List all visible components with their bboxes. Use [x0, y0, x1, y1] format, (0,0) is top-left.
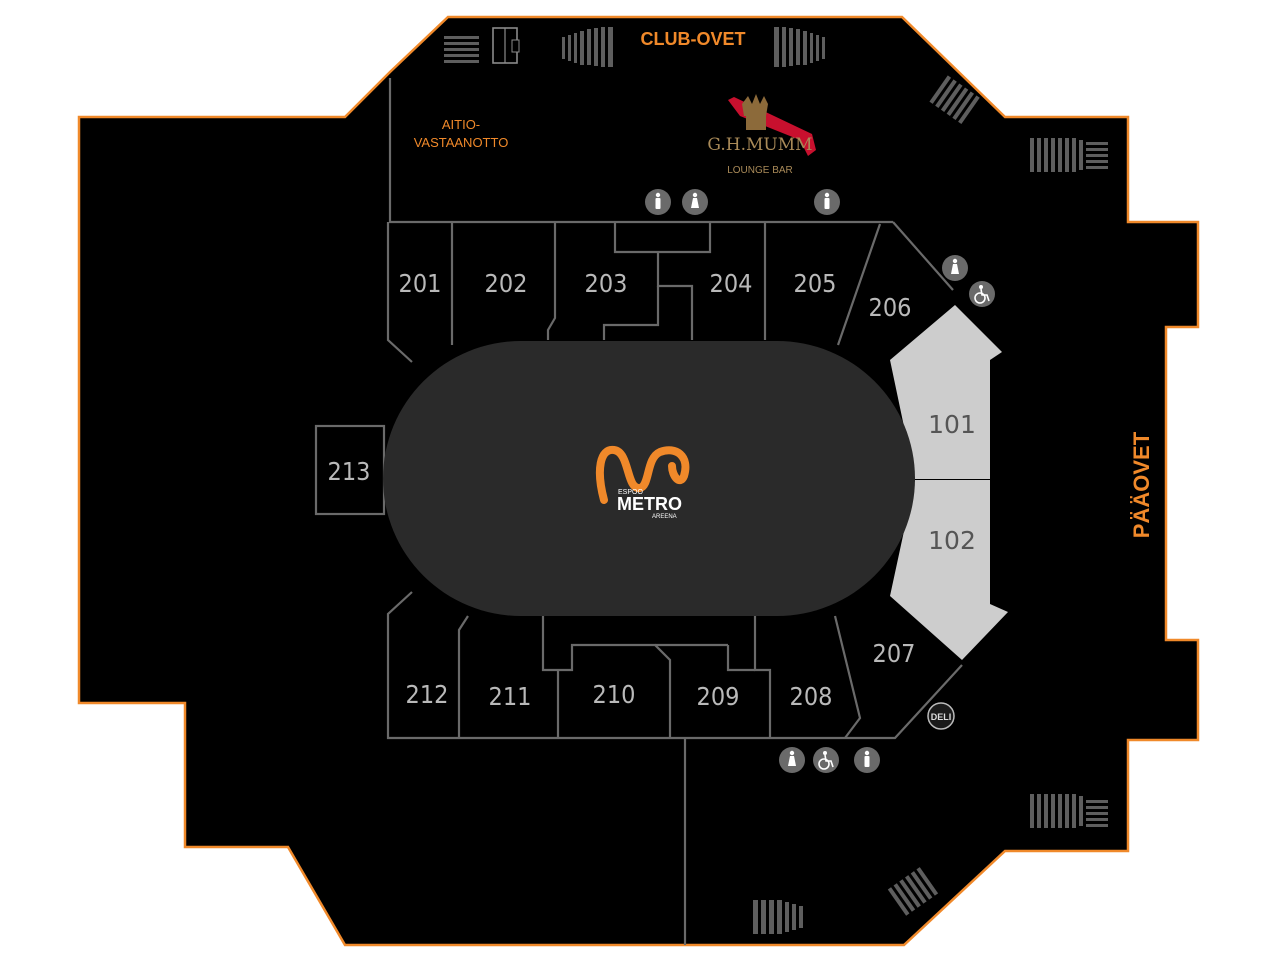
- section-202[interactable]: 202: [485, 269, 528, 298]
- mumm-crest-icon: [728, 94, 816, 156]
- deli-label: DELI: [931, 712, 952, 722]
- aitio-label-line1: AITIO-: [442, 117, 480, 132]
- restroom-icon: [942, 255, 968, 281]
- stairs-icon: [774, 27, 825, 67]
- arena-areena: AREENA: [652, 514, 677, 520]
- arena-metro: METRO: [617, 494, 682, 514]
- stairs-icon: [1030, 794, 1108, 828]
- stairs-icon: [1030, 138, 1108, 172]
- main-entrance-label: PÄÄOVET: [1129, 431, 1154, 538]
- upper-sections-bottom: [386, 591, 963, 740]
- section-208[interactable]: 208: [790, 682, 833, 711]
- restroom-icon: [814, 189, 840, 215]
- elevator-icon: [492, 27, 520, 64]
- section-labels[interactable]: 201 202 203 204 205 206 207 208 209 210 …: [328, 269, 976, 711]
- accessible-icon: [813, 747, 839, 773]
- restroom-icon: [779, 747, 805, 773]
- concourse-lines: [388, 78, 893, 945]
- section-204[interactable]: 204: [710, 269, 753, 298]
- restroom-icon: [645, 189, 671, 215]
- deli-icon: DELI: [927, 702, 955, 730]
- section-201[interactable]: 201: [399, 269, 442, 298]
- stairs-icon: [929, 75, 980, 125]
- section-212[interactable]: 212: [406, 680, 449, 709]
- section-205[interactable]: 205: [794, 269, 837, 298]
- restroom-icon: [854, 747, 880, 773]
- mumm-sub: LOUNGE BAR: [727, 165, 793, 176]
- stairs-icon: [887, 867, 939, 916]
- accessible-icon: [969, 281, 995, 307]
- section-211[interactable]: 211: [489, 682, 532, 711]
- section-213[interactable]: 213: [328, 457, 371, 486]
- club-entrance-label: CLUB-OVET: [641, 29, 746, 49]
- aitio-label-line2: VASTAANOTTO: [414, 135, 509, 150]
- section-210[interactable]: 210: [593, 680, 636, 709]
- section-101[interactable]: 101: [928, 410, 976, 439]
- lower-sections: [890, 305, 1008, 660]
- stairs-icon: [562, 27, 613, 67]
- mumm-brand: G.H.MUMM: [707, 135, 812, 155]
- section-102[interactable]: 102: [928, 526, 976, 555]
- section-209[interactable]: 209: [697, 682, 740, 711]
- section-206[interactable]: 206: [869, 293, 912, 322]
- mumm-lounge: G.H.MUMM LOUNGE BAR: [707, 94, 816, 176]
- metro-logo-icon: ESPOO METRO AREENA: [595, 445, 690, 520]
- stairs-icon: [444, 36, 479, 63]
- section-207[interactable]: 207: [873, 639, 916, 668]
- section-203[interactable]: 203: [585, 269, 628, 298]
- restroom-icon: [682, 189, 708, 215]
- upper-sections-top: [386, 221, 954, 363]
- stairs-icon: [753, 900, 803, 934]
- arena-espoo: ESPOO: [618, 489, 643, 496]
